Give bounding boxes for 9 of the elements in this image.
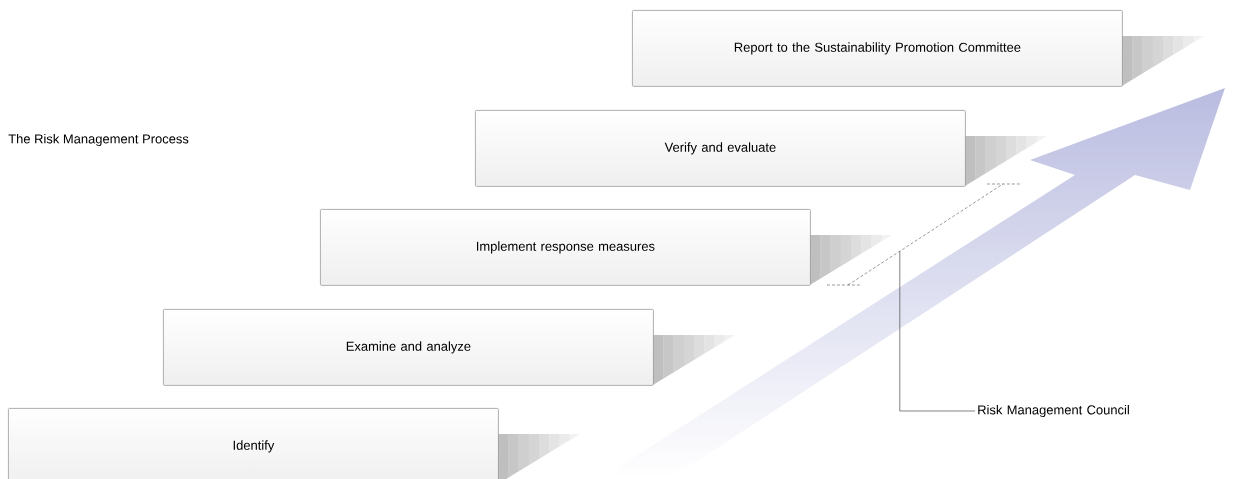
diagram-title: The Risk Management Process bbox=[8, 133, 189, 147]
step-box: Identify bbox=[8, 408, 581, 479]
dashed-bracket bbox=[826, 183, 1023, 286]
step-box: Examine and analyze bbox=[163, 309, 736, 386]
council-label: Risk Management Council bbox=[978, 404, 1129, 418]
leader-line bbox=[899, 250, 976, 412]
step-box: Implement response measures bbox=[320, 209, 893, 286]
step-box: Report to the Sustainability Promotion Committee bbox=[632, 10, 1205, 87]
step-box: Verify and evaluate bbox=[475, 110, 1048, 187]
